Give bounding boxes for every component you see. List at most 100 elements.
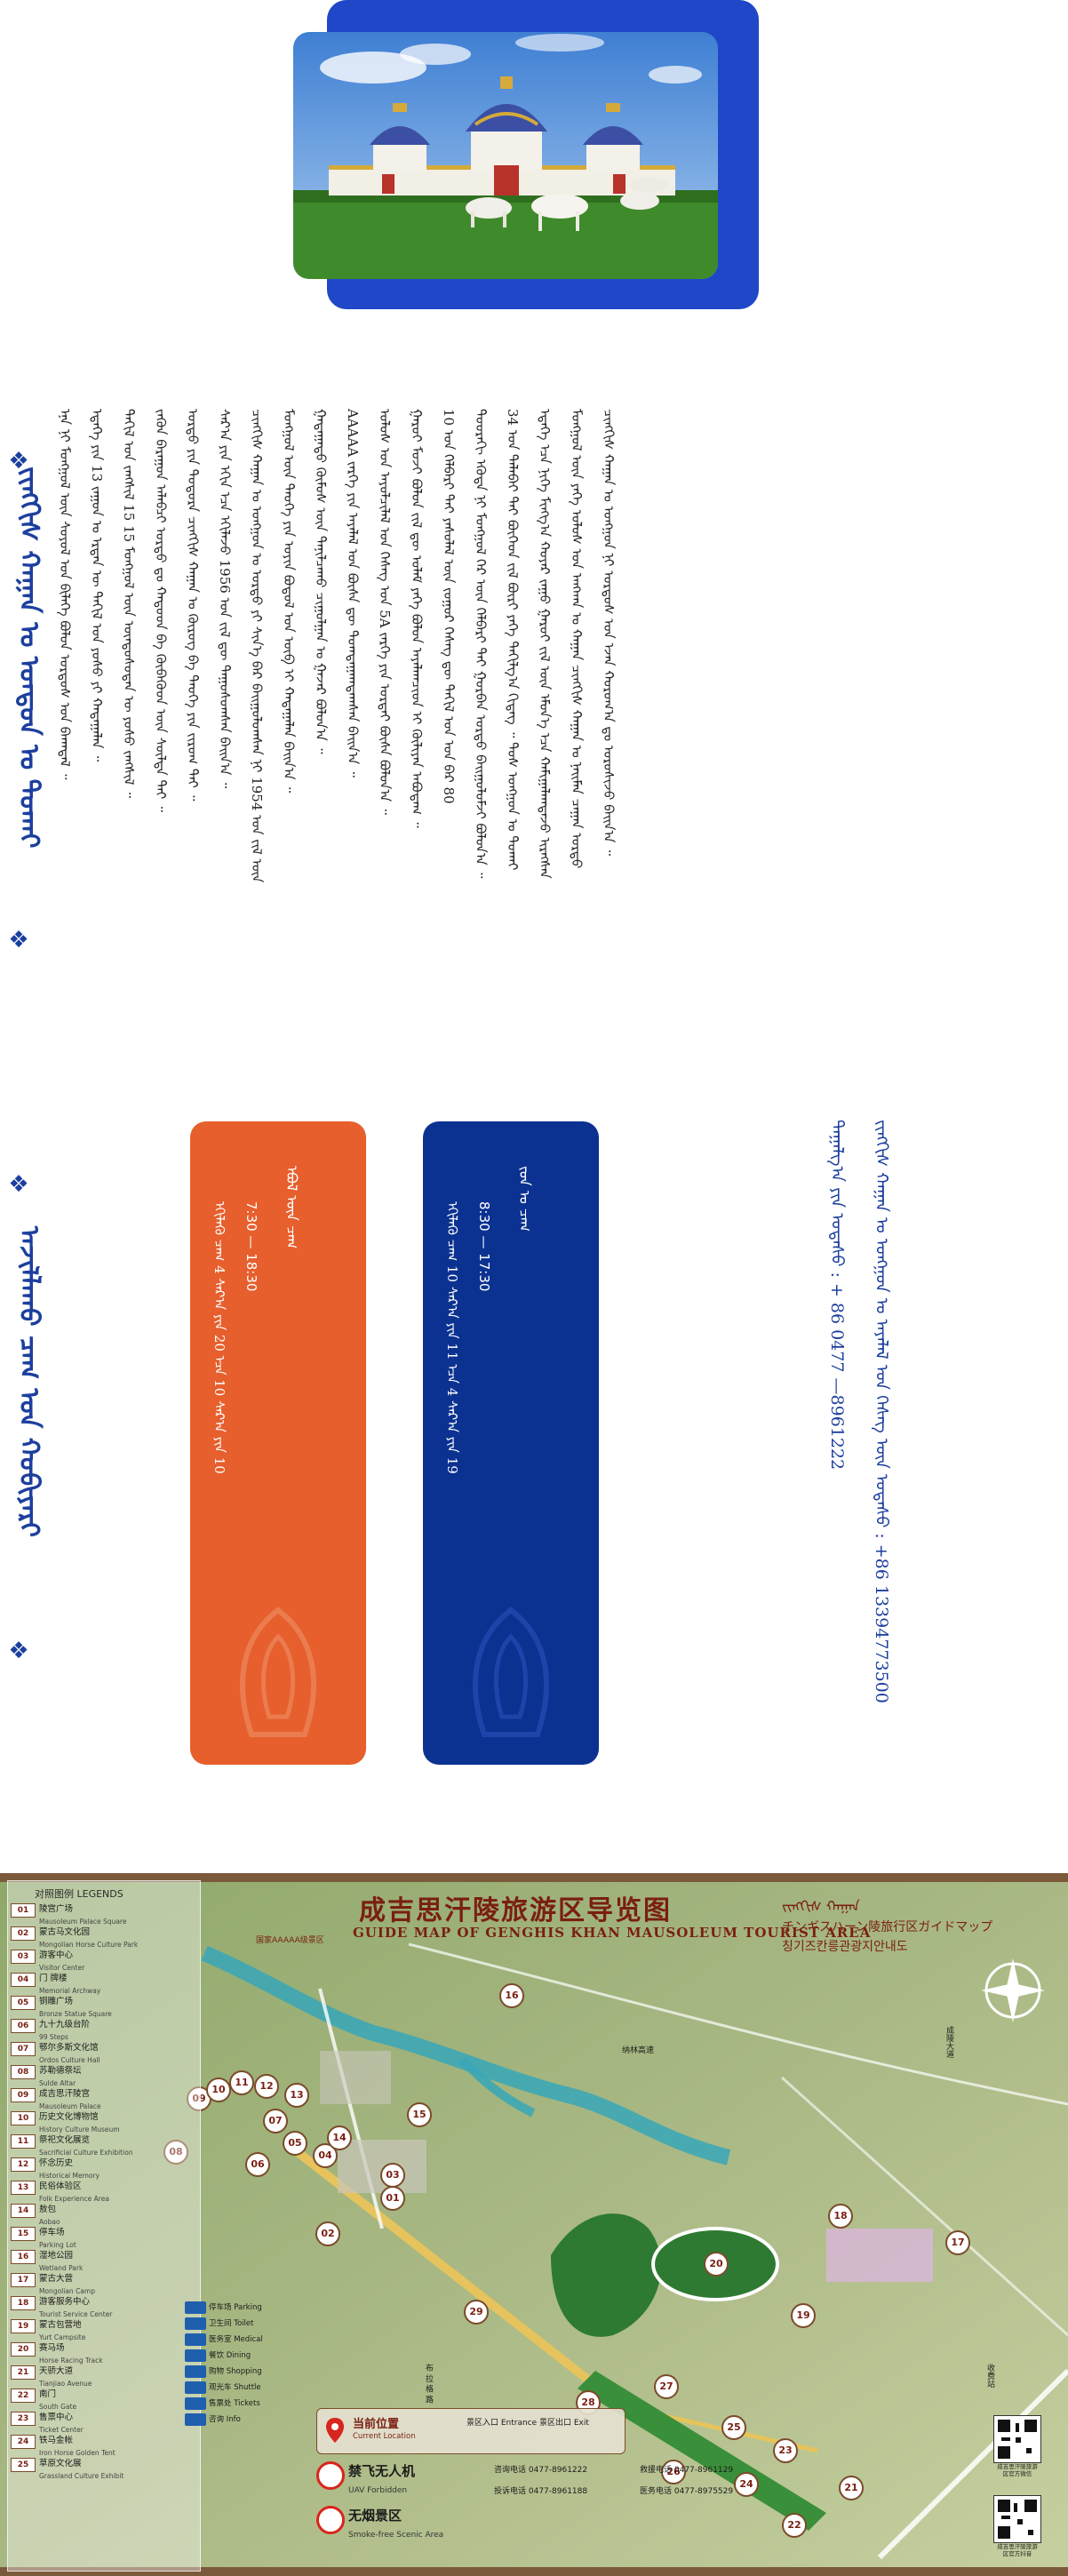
map-pin[interactable]: 21 bbox=[839, 2476, 864, 2500]
contact-phone-2: ᠳᠠᠭᠠᠯᠭ᠎ᠠ ᠶᠢᠨ ᠤᠲᠠᠰᠤ : + 86 0477 —8961222 bbox=[827, 1120, 847, 1471]
legend-title: 对照图例 LEGENDS bbox=[35, 1888, 124, 1900]
legend-label-en: Mongolian Horse Culture Park bbox=[39, 1941, 139, 1949]
map-pin[interactable]: 02 bbox=[315, 2221, 340, 2246]
map-pin[interactable]: 06 bbox=[245, 2152, 270, 2177]
ornament-icon: ❖ bbox=[8, 1638, 29, 1664]
summer-time: 8:30 — 17:30 bbox=[476, 1201, 492, 1292]
legend-label-cn: 蒙古马文化园 bbox=[39, 1927, 91, 1937]
intro-line: 10 ᠤᠨ ᠬᠡᠯᠪᠡᠷᠢ ᠲᠠᠢ ᠶᠠᠰᠤᠯᠠᠯ ᠦᠨ ᠵᠤᠭᠤᠷ ᠬᠡᠰᠡᠭ… bbox=[441, 409, 457, 804]
map-pin[interactable]: 24 bbox=[734, 2472, 759, 2497]
map-pin[interactable]: 25 bbox=[721, 2415, 746, 2440]
legend-label-en: Ordos Culture Hall bbox=[39, 2056, 100, 2064]
map-pin[interactable]: 03 bbox=[380, 2163, 405, 2188]
map-info-box: 当前位置 Current Location 景区入口 Entrance 景区出口… bbox=[316, 2408, 626, 2454]
legend-number: 14 bbox=[11, 2204, 36, 2218]
intro-line: ᠳᠣᠣᠷᠠᠬᠢ ᠡᠭᠦᠳᠡ ᠨᠢ ᠮᠣᠩᠭᠣᠯ ᠭᠡᠷ ᠦᠨ ᠬᠡᠯᠪᠡᠷᠢ ᠲ… bbox=[473, 409, 489, 879]
legend-label-en: Mongolian Camp bbox=[39, 2287, 95, 2295]
smoke-free-en: Smoke-free Scenic Area bbox=[348, 2531, 444, 2540]
map-pin[interactable]: 17 bbox=[945, 2230, 970, 2255]
service-icon bbox=[185, 2397, 206, 2410]
intro-line: ᠡᠨᠡ ᠨᠢ ᠮᠣᠩᠭᠣᠯ ᠦᠨ ᠰᠣᠶᠣᠯ ᠤᠨ ᠪᠢᠯᠡᠭᠡ ᠪᠣᠯᠤᠨ ᠣ… bbox=[57, 409, 73, 780]
map-pin[interactable]: 13 bbox=[284, 2083, 309, 2108]
summer-hours-card: ᠵᠤᠨ ᠤ ᠴᠠᠭ 8:30 — 17:30 ᠡᠬᠢᠯᠡᠬᠦ ᠴᠠᠭ 10 ᠰᠠ… bbox=[423, 1121, 599, 1765]
map-pin[interactable]: 26 bbox=[661, 2460, 686, 2484]
legend-number: 25 bbox=[11, 2458, 36, 2472]
intro-line: ᠮᠣᠩᠭᠣᠯ ᠦᠨ ᠶᠡᠬᠡ ᠤᠯᠤᠰ ᠤᠨ ᠠᠩᠬᠠᠨ ᠤ ᠬᠠᠭᠠᠨ ᠴᠢᠩ… bbox=[569, 409, 585, 869]
map-pin[interactable]: 18 bbox=[828, 2204, 853, 2229]
legend-label-cn: 蒙古包营地 bbox=[39, 2320, 82, 2330]
south-road-label: 纳林高速 bbox=[622, 2046, 655, 2055]
map-pin[interactable]: 08 bbox=[163, 2140, 188, 2165]
legend-label-en: Wetland Park bbox=[39, 2264, 84, 2272]
legend-number: 24 bbox=[11, 2435, 36, 2449]
legend-label-cn: 历史文化博物馆 bbox=[39, 2112, 99, 2122]
intro-line: ᠴᠢᠩᠭᠢᠰ ᠬᠠᠭᠠᠨ ᠤ ᠣᠩᠭᠣᠨ ᠨᠢ ᠣᠷᠳᠣᠰ ᠤᠨ ᠡᠵᠡᠨ ᠬᠣ… bbox=[601, 409, 617, 856]
legend-label-en: Mausoleum Palace bbox=[39, 2102, 101, 2110]
service-icon bbox=[185, 2317, 206, 2330]
service-legend-item: 餐饮 Dining bbox=[185, 2349, 291, 2364]
service-legend-item: 观光车 Shuttle bbox=[185, 2381, 291, 2396]
legend-label-en: Memorial Archway bbox=[39, 1987, 101, 1995]
map-pin[interactable]: 22 bbox=[782, 2513, 807, 2538]
no-drone-icon bbox=[316, 2461, 345, 2490]
legend-label-cn: 鄂尔多斯文化馆 bbox=[39, 2043, 99, 2053]
map-pin[interactable]: 01 bbox=[380, 2186, 405, 2211]
map-pin[interactable]: 14 bbox=[327, 2125, 352, 2150]
guide-map: 01 02 03 04 05 06 07 08 09 10 11 12 13 1… bbox=[0, 1873, 1068, 2576]
map-pin[interactable]: 15 bbox=[407, 2102, 432, 2127]
intro-line: ᠣᠷᠳᠣ ᠶᠢᠨ ᠳᠣᠲᠣᠷᠠ ᠴᠢᠩᠭᠢᠰ ᠬᠠᠭᠠᠨ ᠤ ᠬᠥᠷᠥᠭ ᠪᠠ … bbox=[185, 409, 201, 802]
intro-line: ᠡᠳᠡᠭᠡ ᠶᠢᠨ 13 ᠵᠠᠭᠤᠨ ᠤ ᠡᠷᠲᠡᠨ ᠦ ᠲᠠᠬᠢᠯ ᠤᠨ ᠶᠣ… bbox=[89, 409, 105, 762]
map-pin[interactable]: 16 bbox=[499, 1983, 524, 2008]
map-pin[interactable]: 27 bbox=[654, 2374, 679, 2399]
legend-number: 12 bbox=[11, 2157, 36, 2172]
legend-label-cn: 敖包 bbox=[39, 2205, 57, 2214]
map-pin[interactable]: 07 bbox=[263, 2109, 288, 2133]
service-label-en: Dining bbox=[226, 2351, 251, 2360]
map-pin[interactable]: 05 bbox=[283, 2131, 307, 2156]
current-location-label: 当前位置 bbox=[353, 2418, 400, 2431]
qr-code-wechat[interactable] bbox=[993, 2415, 1041, 2463]
map-pin[interactable]: 12 bbox=[254, 2074, 279, 2099]
legend-label-cn: 湿地公园 bbox=[39, 2251, 74, 2261]
intro-body: ᠡᠨᠡ ᠨᠢ ᠮᠣᠩᠭᠣᠯ ᠦᠨ ᠰᠣᠶᠣᠯ ᠤᠨ ᠪᠢᠯᠡᠭᠡ ᠪᠣᠯᠤᠨ ᠣ… bbox=[53, 409, 1022, 995]
ornament-icon: ❖ bbox=[8, 448, 29, 475]
service-label-en: Shopping bbox=[226, 2367, 262, 2376]
map-pin[interactable]: 19 bbox=[791, 2303, 816, 2328]
uav-forbidden-en: UAV Forbidden bbox=[348, 2486, 408, 2495]
service-legend-item: 购物 Shopping bbox=[185, 2365, 291, 2380]
legend-label-cn: 售票中心 bbox=[39, 2413, 74, 2422]
current-location-english: Current Location bbox=[353, 2432, 416, 2441]
intro-line: ᠡᠳᠡᠭᠡ ᠡᠴᠡ ᠨᠢᠭᠡ ᠮᠢᠩᠭ᠎ᠠ ᠬᠣᠶᠠᠷ ᠵᠠᠭᠤ ᠭᠠᠷᠤᠢ ᠵ… bbox=[537, 409, 553, 879]
legend-label-cn: 苏勒德祭坛 bbox=[39, 2066, 82, 2076]
map-pin[interactable]: 11 bbox=[229, 2070, 254, 2095]
smoke-free-cn: 无烟景区 bbox=[348, 2508, 402, 2524]
legend-label-en: Tianjiao Avenue bbox=[39, 2380, 92, 2388]
map-pin[interactable]: 23 bbox=[773, 2438, 798, 2463]
smoke-free: 无烟景区 Smoke-free Scenic Area bbox=[316, 2506, 444, 2540]
ornament-motif-icon bbox=[240, 1607, 316, 1737]
intro-line: ᠰᠠᠷ᠎ᠠ ᠶᠢᠨ ᠡᠬᠢᠨ ᠡᠴᠡ ᠡᠬᠢᠯᠡᠵᠦ 1956 ᠤᠨ ᠵᠢᠯ ᠳ… bbox=[217, 409, 233, 789]
map-pin[interactable]: 10 bbox=[206, 2078, 231, 2102]
legend-number: 16 bbox=[11, 2250, 36, 2264]
service-icon bbox=[185, 2333, 206, 2346]
phone-consult: 咨询电话 0477-8961222 bbox=[494, 2466, 588, 2475]
map-pin[interactable]: 20 bbox=[704, 2252, 729, 2277]
legend-label-en: Grassland Culture Exhibit bbox=[39, 2472, 124, 2480]
service-icon bbox=[185, 2365, 206, 2378]
legend-label-cn: 门 牌楼 bbox=[39, 1974, 68, 1983]
qr-code-douyin[interactable] bbox=[993, 2495, 1041, 2543]
legend-label-cn: 九十九级台阶 bbox=[39, 2020, 91, 2030]
legend-label-en: Mausoleum Palace Square bbox=[39, 1918, 127, 1926]
hours-heading: ᠠᠵᠢᠯᠯᠠᠬᠤ ᠴᠠᠭ ᠤᠨ ᠬᠤᠪᠢᠶᠠᠷᠢ bbox=[13, 1226, 44, 1537]
service-icon bbox=[185, 2301, 206, 2314]
map-pin[interactable]: 29 bbox=[464, 2300, 489, 2325]
intro-line: 34 ᠤᠨ ᠲᠠᠯᠠᠪᠠᠢ ᠲᠠᠢ ᠪᠥᠭᠡᠳ ᠵᠢᠯ ᠪᠦᠷᠢ ᠶᠡᠬᠡ ᠲᠠ… bbox=[505, 409, 521, 871]
